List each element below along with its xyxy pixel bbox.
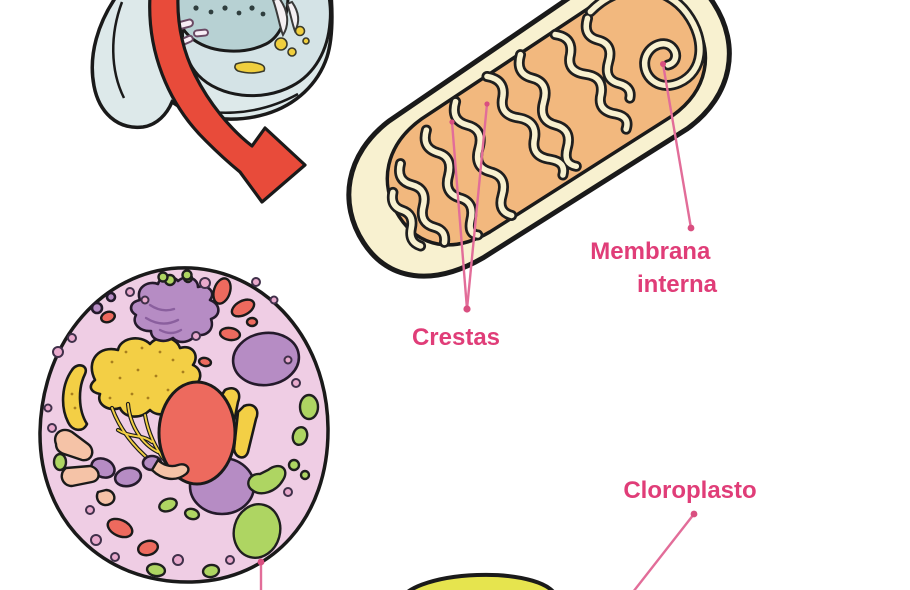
cell-pink-figure xyxy=(38,266,330,584)
mitochondrion-figure xyxy=(346,0,763,279)
zoom-arrow xyxy=(148,0,307,204)
purple-organelles xyxy=(90,275,301,516)
leader-lines xyxy=(257,61,698,590)
pink-cell-pointer xyxy=(257,558,265,590)
label-cloroplasto: Cloroplasto xyxy=(623,477,756,504)
cloroplasto-pointer xyxy=(633,510,698,590)
coral-organelles xyxy=(100,277,259,557)
nuclear-envelope-bands xyxy=(271,0,300,38)
chromatin-squiggles xyxy=(144,303,183,335)
cell-fold-inner-line xyxy=(112,1,126,99)
nucleus-pores xyxy=(193,5,266,17)
golgi-dots xyxy=(70,346,185,410)
label-crestas: Crestas xyxy=(412,324,500,351)
yellow-granules xyxy=(234,25,310,74)
membrana-interna-pointer xyxy=(660,61,695,232)
green-organelles xyxy=(52,269,320,579)
central-red-organelle xyxy=(157,380,237,486)
vesicles xyxy=(43,277,301,566)
crestas-pointer xyxy=(449,101,490,313)
chloroplast-figure xyxy=(398,572,558,590)
salmon-tubules xyxy=(53,428,190,507)
label-membrana-interna: Membrana interna xyxy=(590,238,717,298)
labels: Crestas Membrana interna Cloroplasto xyxy=(412,238,757,504)
